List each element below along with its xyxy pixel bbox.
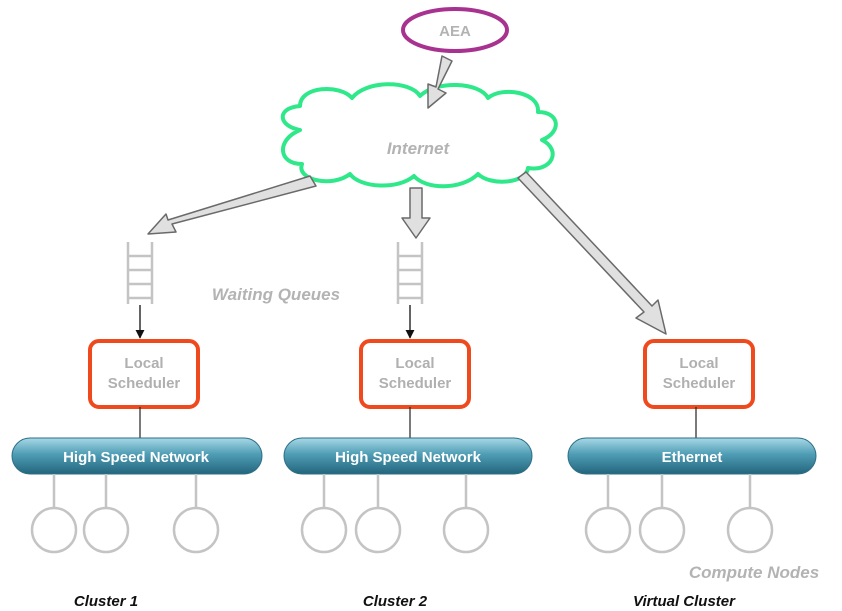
network-bar (283, 437, 533, 475)
network-bar (567, 437, 817, 475)
virtual-cluster: Local Scheduler Ethernet Virtual Cluster (567, 339, 817, 610)
local-scheduler-box (359, 339, 471, 409)
local-scheduler-label: Scheduler (663, 375, 736, 392)
network-bar (11, 437, 263, 475)
aea-to-internet-arrow (427, 55, 453, 109)
local-scheduler-box (643, 339, 755, 409)
cluster-name: Virtual Cluster (633, 593, 736, 610)
waiting-queue-2 (396, 242, 424, 304)
compute-node (30, 506, 78, 554)
compute-node (638, 506, 686, 554)
local-scheduler-label: Scheduler (379, 375, 452, 392)
local-scheduler-label: Local (395, 355, 434, 372)
compute-node (726, 506, 774, 554)
internet-to-virtual-cluster-arrow (517, 171, 667, 335)
cluster-name: Cluster 1 (74, 593, 138, 610)
network-label: High Speed Network (335, 449, 482, 466)
local-scheduler-label: Local (124, 355, 163, 372)
compute-node (82, 506, 130, 554)
internet-to-cluster1-arrow (147, 175, 317, 235)
compute-node (354, 506, 402, 554)
internet-to-cluster2-arrow (401, 187, 431, 239)
internet-cloud: Internet (280, 82, 558, 189)
compute-node (300, 506, 348, 554)
network-label: High Speed Network (63, 449, 210, 466)
network-label: Ethernet (662, 449, 723, 466)
internet-label: Internet (387, 139, 451, 158)
compute-node (442, 506, 490, 554)
local-scheduler-label: Scheduler (108, 375, 181, 392)
local-scheduler-box (88, 339, 200, 409)
compute-nodes-label: Compute Nodes (689, 563, 819, 582)
cluster-2: Local Scheduler High Speed Network Clust… (283, 339, 533, 610)
aea-node: AEA (401, 7, 509, 53)
compute-node (172, 506, 220, 554)
cluster-1: Local Scheduler High Speed Network Clust… (11, 339, 263, 610)
compute-node (584, 506, 632, 554)
cluster-name: Cluster 2 (363, 593, 428, 610)
waiting-queues-label: Waiting Queues (212, 285, 340, 304)
waiting-queue-1 (126, 242, 154, 304)
local-scheduler-label: Local (679, 355, 718, 372)
aea-label: AEA (439, 23, 471, 40)
